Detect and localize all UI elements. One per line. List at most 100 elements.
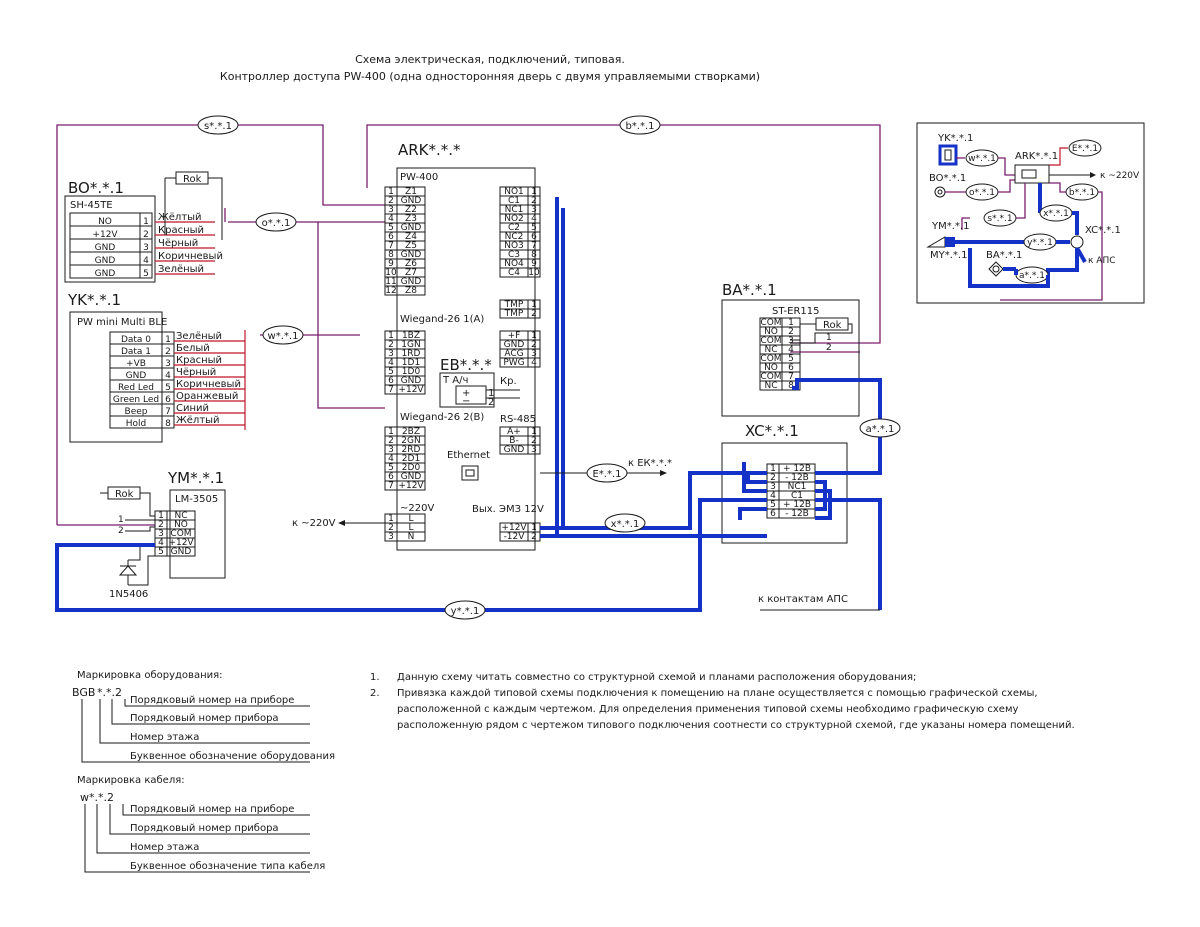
svg-text:o*.*.1: o*.*.1 xyxy=(969,188,995,198)
svg-text:ARK*.*.1: ARK*.*.1 xyxy=(1015,151,1058,162)
z-pin-number: 8 xyxy=(388,250,394,260)
z-pin-name: GND xyxy=(401,277,422,287)
ym-pin-name: +12V xyxy=(168,538,194,548)
relay-pin-number: 4 xyxy=(531,214,537,224)
yk-pin-name: +VB xyxy=(126,359,146,369)
diode-icon xyxy=(118,560,138,585)
ba-pin-name: COM xyxy=(760,336,781,346)
svg-text:BA*.*.1: BA*.*.1 xyxy=(986,250,1022,261)
bo-rok-label: Rok xyxy=(183,174,202,185)
rs485-pin-number: 2 xyxy=(531,436,537,446)
pwr-pin-number: 2 xyxy=(531,340,537,350)
relay-pin-name: C1 xyxy=(508,196,520,206)
svg-text:2: 2 xyxy=(488,397,494,408)
bo-body xyxy=(64,195,156,283)
svg-text:к ~220V: к ~220V xyxy=(1100,171,1140,181)
ac-pin-number: 2 xyxy=(388,523,394,533)
ba-pin-name: COM xyxy=(760,354,781,364)
relay-pin-name: NC2 xyxy=(505,232,524,242)
bo-wire-colour-label: Красный xyxy=(158,225,204,236)
ym-pin-number: 2 xyxy=(158,520,164,530)
svg-text:y*.*.1: y*.*.1 xyxy=(1027,238,1053,248)
wiegand2-pin-number: 7 xyxy=(388,481,394,491)
wiegand1-pin-name: GND xyxy=(401,376,422,386)
cable-tag-b: b*.*.1 xyxy=(619,115,661,135)
xc-pin-number: 6 xyxy=(770,509,776,519)
yk-pin-number: 6 xyxy=(165,395,171,405)
relay-pin-number: 5 xyxy=(531,223,537,233)
z-pin-number: 10 xyxy=(385,268,397,278)
ac-pin-name: L xyxy=(408,514,413,524)
rs485-label: RS-485 xyxy=(500,414,536,425)
controller-label: ARK*.*.* xyxy=(398,141,461,159)
yk-pin-name: GND xyxy=(126,371,147,381)
exit-button-eb: EB*.*.* Т А/ч + − Кр. 1 2 xyxy=(439,356,520,408)
ethernet-label: Ethernet xyxy=(447,450,490,461)
xc-pin-number: 1 xyxy=(770,464,776,474)
wiegand2-pin-name: 2D0 xyxy=(402,463,421,473)
rs485-pin-name: GND xyxy=(504,445,525,455)
ym-pin-number: 3 xyxy=(158,529,164,539)
z-pin-number: 9 xyxy=(388,259,394,269)
rs485-pin-name: B- xyxy=(509,436,518,446)
ba-device: BA*.*.1 ST-ER115 1COM2NO3COM4NC5COM6NO7C… xyxy=(721,281,860,417)
wiegand2-label: Wiegand-26 2(B) xyxy=(400,412,484,423)
bo-pin-number: 4 xyxy=(143,256,149,266)
ym-pin-number: 5 xyxy=(158,547,164,557)
overview-junction-icon xyxy=(1070,235,1084,249)
ba-pin-name: COM xyxy=(760,372,781,382)
cable-tag-x: x*.*.1 xyxy=(604,513,646,533)
xc-pin-number: 4 xyxy=(770,491,776,501)
ym-body xyxy=(169,489,226,579)
yk-wire-colour-label: Зелёный xyxy=(176,331,222,342)
svg-text:расположенную рядом с чертежом: расположенную рядом с чертежом типового … xyxy=(397,720,1075,731)
ext-ek-label: к ЕК*.*.* xyxy=(628,458,672,469)
relay-pin-number: 7 xyxy=(531,241,537,251)
wiegand2-pin-name: GND xyxy=(401,472,422,482)
ym-pin-name: NC xyxy=(174,511,187,521)
ba-pin-number: 2 xyxy=(788,327,794,337)
relay-pin-number: 1 xyxy=(531,187,537,197)
yk-pin-name: Data 1 xyxy=(121,347,151,357)
z-pin-number: 5 xyxy=(388,223,394,233)
bo-pin-number: 2 xyxy=(143,230,149,240)
relay-pin-number: 9 xyxy=(531,259,537,269)
title-line-2: Контроллер доступа PW-400 (одна одностор… xyxy=(220,70,760,83)
yk-pin-name: Data 0 xyxy=(121,335,151,345)
ym-pin-name: GND xyxy=(171,547,192,557)
z-pin-name: GND xyxy=(401,196,422,206)
overview-diagram: YK*.*.1 BO*.*.1 w*.*.1 o*.*.1 ARK*.*.1 E… xyxy=(916,122,1145,304)
yk-wire-colour-label: Красный xyxy=(176,355,222,366)
yk-pin-number: 7 xyxy=(165,407,171,417)
xc-pin-name: - 12В xyxy=(785,509,809,519)
svg-text:Привязка каждой типовой схемы: Привязка каждой типовой схемы подключени… xyxy=(397,688,1038,699)
ba-rok-label: Rok xyxy=(823,320,842,331)
z-pin-name: Z7 xyxy=(405,268,417,278)
xc-pin-name: + 12В xyxy=(783,500,811,510)
xc-pin-name: - 12В xyxy=(785,473,809,483)
wiegand2-pin-name: 2BZ xyxy=(402,427,420,437)
yk-wire-colour-label: Оранжевый xyxy=(176,391,238,402)
yk-model: PW mini Multi BLE xyxy=(77,317,167,328)
ext-ac-label: к ~220V xyxy=(292,518,336,529)
svg-text:*.*.2: *.*.2 xyxy=(97,686,122,699)
wiegand1-pin-name: +12V xyxy=(398,385,424,395)
z-pin-name: Z8 xyxy=(405,286,417,296)
ac-pin-number: 3 xyxy=(388,532,394,542)
ba-pin-number: 8 xyxy=(788,381,794,391)
pwr-pin-number: 1 xyxy=(531,331,537,341)
svg-text:+: + xyxy=(462,388,470,399)
xc-pin-name: C1 xyxy=(791,491,803,501)
z-pin-name: Z5 xyxy=(405,241,417,251)
svg-text:Порядковый номер на приборе: Порядковый номер на приборе xyxy=(130,695,294,706)
svg-text:Номер этажа: Номер этажа xyxy=(130,842,199,853)
wiegand2-pin-name: 2D1 xyxy=(402,454,420,464)
z-pin-number: 7 xyxy=(388,241,394,251)
ba-pin-number: 7 xyxy=(788,372,794,382)
pwr-pin-number: 4 xyxy=(531,358,537,368)
wiegand1-pin-name: 1BZ xyxy=(402,331,420,341)
